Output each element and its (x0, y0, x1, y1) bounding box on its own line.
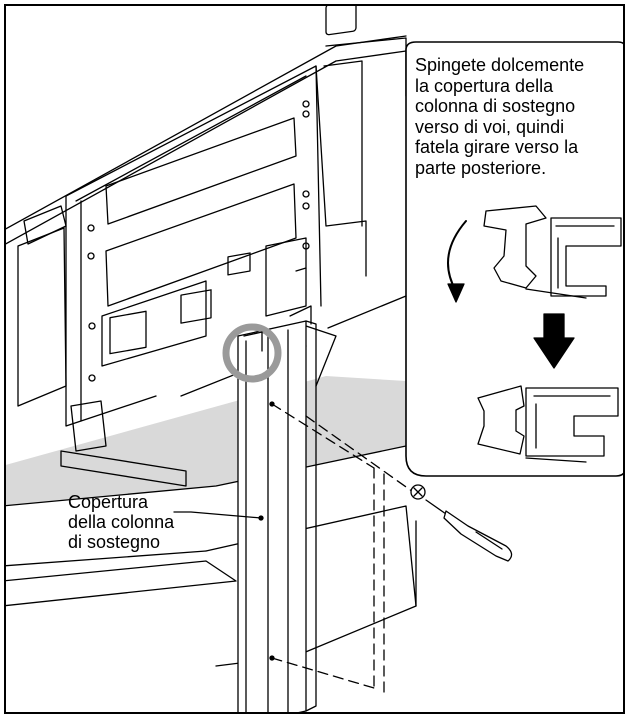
illustration-frame: Spingete dolcemente la copertura della c… (4, 4, 625, 714)
cover-profile-after (477, 385, 619, 463)
label-leader-line (173, 511, 262, 519)
rotate-arrow-icon (447, 220, 467, 303)
down-arrow-icon (533, 313, 575, 369)
callout-instruction-text: Spingete dolcemente la copertura della c… (415, 55, 585, 178)
screwdriver-icon (425, 499, 513, 562)
screw-icon (410, 484, 426, 500)
tv-rear-panel (6, 6, 407, 427)
support-column-cover (222, 305, 317, 712)
cover-profile-before (483, 205, 622, 299)
cover-label: Copertura della colonna di sostegno (68, 492, 175, 552)
installation-illustration (6, 6, 623, 712)
alignment-lines (271, 403, 417, 697)
